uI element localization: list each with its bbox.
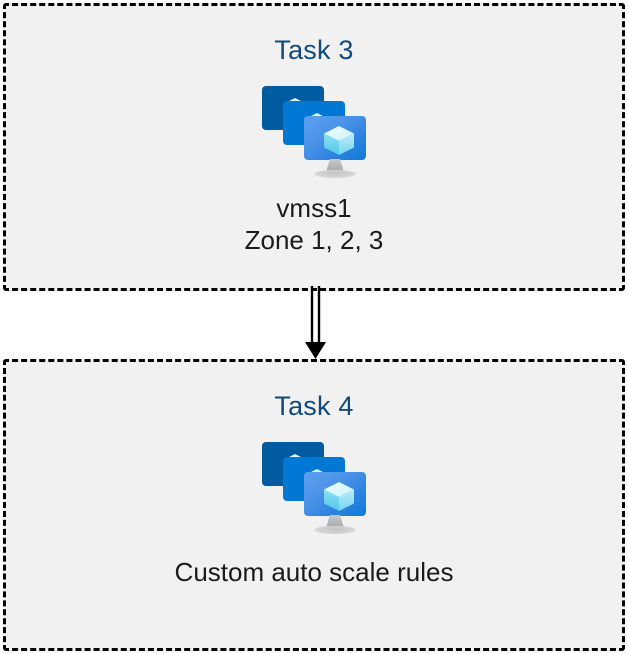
monitor-stand-base-icon	[314, 170, 356, 178]
task-box-task4[interactable]: Task 4 Custom auto scal	[3, 359, 625, 651]
monitor-stand-base-icon	[314, 526, 356, 534]
task-box-task3[interactable]: Task 3	[3, 3, 625, 291]
task4-title: Task 4	[274, 391, 354, 421]
monitor-stand-neck-icon	[326, 159, 344, 172]
virtual-machine-scale-set-icon	[262, 86, 366, 178]
task3-caption: vmss1 Zone 1, 2, 3	[244, 193, 384, 255]
task4-caption: Custom auto scale rules	[174, 557, 454, 587]
cube-front-icon	[324, 126, 354, 155]
monitor-stand-neck-icon	[326, 515, 344, 528]
arrowhead-icon	[305, 342, 326, 359]
virtual-machine-scale-set-icon	[262, 442, 366, 534]
task3-title: Task 3	[274, 35, 354, 65]
cube-front-icon	[324, 482, 354, 511]
connector-arrow-task3-to-task4	[305, 286, 326, 359]
